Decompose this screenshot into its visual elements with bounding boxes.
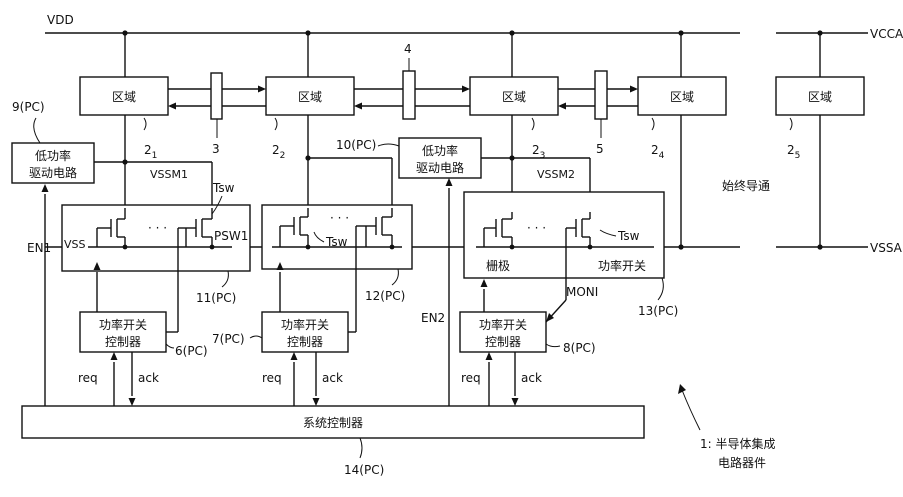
region-2-3: 区域: [469, 76, 559, 116]
svg-text:功率开关: 功率开关: [281, 317, 329, 332]
vcca-rail: VCCA: [776, 27, 903, 41]
svg-text:电路器件: 电路器件: [718, 455, 766, 470]
region-label: 区域: [670, 90, 694, 104]
req-ack-8: req ack: [461, 352, 542, 406]
svg-text:req: req: [461, 371, 481, 385]
power-switch-controller-7: 功率开关 控制器 7(PC): [212, 225, 366, 353]
bus-3-label: 3: [212, 142, 220, 156]
ref-14: 14(PC): [344, 463, 384, 477]
vssm2-label: VSSM2: [537, 168, 575, 181]
low-power-driver-9: 低功率 驱动电路 9(PC): [11, 100, 125, 184]
system-controller: 系统控制器 14(PC): [21, 405, 645, 477]
ref-9: 9(PC): [12, 100, 45, 114]
bus-3: 3: [168, 72, 266, 156]
bus-4-label: 4: [404, 42, 412, 56]
psw1-label: PSW1: [214, 229, 248, 243]
svg-text:21: 21: [144, 143, 157, 161]
bus-5-label: 5: [596, 142, 604, 156]
power-switch-controller-8: 功率开关 控制器 8(PC) MONI: [459, 247, 598, 355]
svg-text:驱动电路: 驱动电路: [29, 165, 77, 180]
region-2-2: 区域: [265, 76, 355, 116]
region-2-4: 区域: [637, 76, 727, 116]
svg-text:控制器: 控制器: [287, 335, 323, 349]
svg-text:驱动电路: 驱动电路: [416, 160, 464, 175]
region-label: 区域: [502, 90, 526, 104]
svg-text:功率开关: 功率开关: [479, 317, 527, 332]
region-2-1: 区域: [79, 76, 169, 116]
svg-text:低功率: 低功率: [422, 143, 458, 158]
svg-text:23: 23: [532, 143, 545, 161]
svg-text:控制器: 控制器: [485, 335, 521, 349]
ref-7: 7(PC): [212, 332, 245, 346]
region-label: 区域: [808, 90, 832, 104]
en1-signal: EN1: [27, 184, 51, 406]
en1-label: EN1: [27, 241, 51, 255]
svg-text:系统控制器: 系统控制器: [303, 416, 363, 430]
bus-4: 4: [354, 42, 470, 120]
en2-signal: EN2: [421, 178, 453, 406]
svg-text:低功率: 低功率: [35, 148, 71, 163]
req-ack-6: req ack: [78, 352, 159, 406]
req-ack-7: req ack: [262, 352, 343, 406]
always-on-label: 始终导通: [722, 178, 770, 193]
region-2-5: 区域: [775, 76, 865, 116]
ref-6: 6(PC): [175, 344, 208, 358]
gate-label: 栅极: [486, 258, 510, 273]
vssm1-label: VSSM1: [150, 168, 188, 181]
svg-text:ack: ack: [138, 371, 159, 385]
svg-text:1: 半导体集成: 1: 半导体集成: [700, 436, 776, 451]
power-switch-block-11: · · · Tsw PSW1 VSS 11(PC): [61, 181, 251, 305]
power-switch-label: 功率开关: [598, 258, 646, 273]
region-label: 区域: [112, 90, 136, 104]
ref-13: 13(PC): [638, 304, 678, 318]
ellipsis: · · ·: [527, 221, 546, 235]
svg-text:ack: ack: [521, 371, 542, 385]
vss-label: VSS: [64, 238, 86, 251]
ref-12: 12(PC): [365, 289, 405, 303]
vcca-label: VCCA: [870, 27, 903, 41]
region-label: 区域: [298, 90, 322, 104]
svg-text:req: req: [262, 371, 282, 385]
vdd-drops: [122, 30, 821, 77]
device-label: 1: 半导体集成 电路器件: [678, 384, 776, 470]
tsw-label: Tsw: [325, 235, 348, 249]
vssm-lines: VSSM1 VSSM2: [122, 115, 591, 212]
ref-11: 11(PC): [196, 291, 236, 305]
ellipsis: · · ·: [148, 221, 167, 235]
region-refs: 21 22 23 24 25: [143, 117, 800, 161]
tsw-label: Tsw: [212, 181, 235, 195]
vdd-rail: VDD: [45, 13, 740, 34]
ellipsis: · · ·: [330, 211, 349, 225]
svg-text:ack: ack: [322, 371, 343, 385]
low-power-driver-10: 低功率 驱动电路 10(PC): [336, 137, 512, 179]
svg-text:控制器: 控制器: [105, 335, 141, 349]
svg-text:24: 24: [651, 143, 665, 161]
svg-text:22: 22: [272, 143, 285, 161]
vssa-label: VSSA: [870, 241, 903, 255]
svg-text:req: req: [78, 371, 98, 385]
tsw-label: Tsw: [617, 229, 640, 243]
power-switch-controller-6: 功率开关 控制器 6(PC): [79, 227, 208, 358]
bus-5: 5: [558, 70, 638, 156]
power-switch-block-12: · · · Tsw 12(PC): [261, 204, 413, 303]
svg-text:25: 25: [787, 143, 800, 161]
svg-text:功率开关: 功率开关: [99, 317, 147, 332]
en2-label: EN2: [421, 311, 445, 325]
vdd-label: VDD: [47, 13, 74, 27]
ref-8: 8(PC): [563, 341, 596, 355]
power-switch-block-13: · · · Tsw 栅极 功率开关 13(PC): [463, 191, 678, 318]
moni-label: MONI: [566, 285, 598, 299]
ref-10: 10(PC): [336, 138, 376, 152]
